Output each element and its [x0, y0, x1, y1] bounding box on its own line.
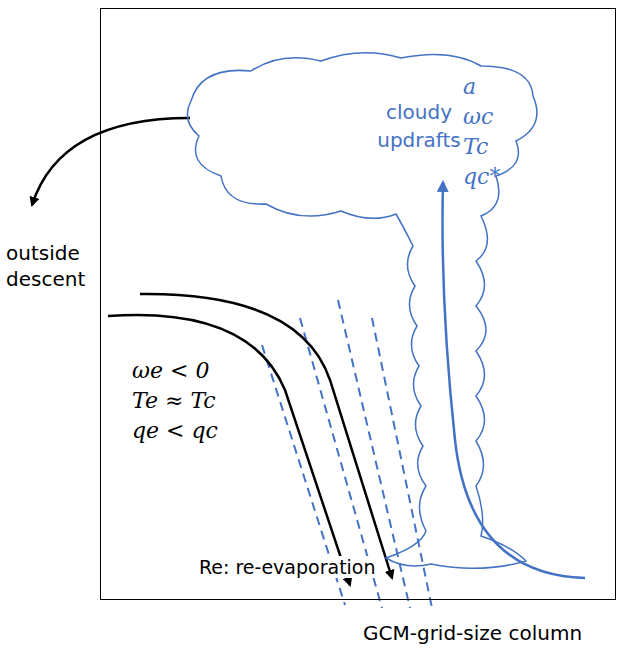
- cloud-shape: cloudy updraftsa ωcTc qc*: [181, 46, 551, 591]
- cloud-variable: ωc: [463, 104, 493, 129]
- cloud-variable: Tc: [463, 134, 488, 159]
- annotation: outside descent: [6, 240, 98, 292]
- state-variable: Te ≈ Tc: [132, 388, 216, 413]
- updraft-arrow: [443, 182, 586, 578]
- annotation: Re: re-evaporation: [196, 556, 379, 578]
- cloud-outline: [181, 46, 551, 591]
- cloud-label: cloudy updrafts: [371, 98, 467, 154]
- descent-arrow: [32, 118, 190, 205]
- grid-column-box: GCM-grid-size columncloudy updraftsaωcTc…: [100, 8, 616, 600]
- state-variable: ωe < 0: [132, 358, 209, 383]
- downdraft-arrow: [108, 315, 350, 585]
- state-variable: qe < qc: [132, 418, 218, 443]
- cloud-variable: qc*: [463, 164, 500, 189]
- column-label: GCM-grid-size column: [363, 621, 582, 645]
- cloud-variable: a: [463, 74, 476, 99]
